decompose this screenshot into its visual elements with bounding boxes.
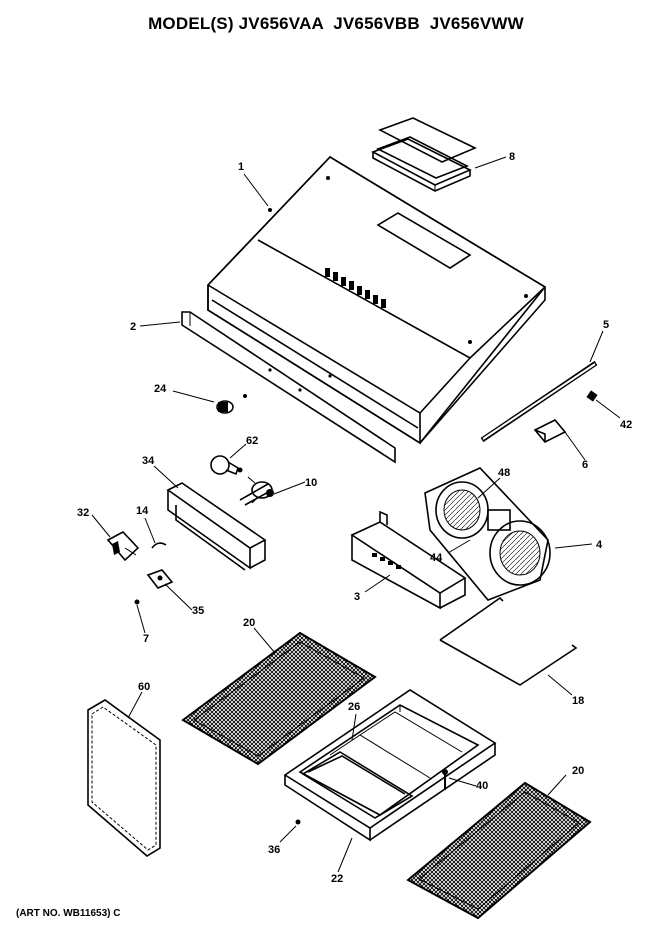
callout-10: 10 <box>305 477 317 489</box>
part-filter-left-20 <box>181 631 377 766</box>
callout-8: 8 <box>509 151 515 163</box>
callout-40: 40 <box>476 780 488 792</box>
callout-36: 36 <box>268 844 280 856</box>
art-number: (ART NO. WB11653) C <box>16 908 121 919</box>
callout-32: 32 <box>77 507 89 519</box>
part-filter-right-20 <box>406 781 592 920</box>
callout-20-left: 20 <box>243 617 255 629</box>
callout-14: 14 <box>136 505 149 517</box>
callout-35: 35 <box>192 605 204 617</box>
callout-18: 18 <box>572 695 584 707</box>
part-rod <box>480 360 598 443</box>
callout-1: 1 <box>238 161 244 173</box>
callout-22: 22 <box>331 873 343 885</box>
callout-26: 26 <box>348 701 360 713</box>
part-switch-24 <box>216 394 247 414</box>
part-blower-bracket-3 <box>350 510 467 610</box>
callout-24: 24 <box>154 383 167 395</box>
part-lamp-62 <box>210 455 243 476</box>
callout-20-right: 20 <box>572 765 584 777</box>
part-clip-42 <box>586 390 598 402</box>
part-bracket-6 <box>533 419 567 443</box>
callout-42: 42 <box>620 419 632 431</box>
callout-5: 5 <box>603 319 609 331</box>
part-screw-7 <box>134 599 140 605</box>
callout-labels: 1 2 3 4 5 6 7 8 10 14 18 20 20 22 24 26 … <box>77 151 632 885</box>
callout-60: 60 <box>138 681 150 693</box>
part-literature-bag-60 <box>87 699 161 857</box>
callout-2: 2 <box>130 321 136 333</box>
callout-7: 7 <box>143 633 149 645</box>
callout-44: 44 <box>430 552 443 564</box>
part-terminal-block-32 <box>106 531 140 562</box>
part-hood-body <box>207 155 547 445</box>
part-screw-36 <box>295 819 301 825</box>
leader-lines <box>91 156 621 873</box>
part-wire-14 <box>151 542 167 549</box>
callout-3: 3 <box>354 591 360 603</box>
part-wire-rack-18 <box>439 596 578 686</box>
part-filter-frame-22 <box>283 689 497 842</box>
callout-4: 4 <box>596 539 603 551</box>
part-lamp-socket-10 <box>239 476 274 506</box>
part-damper-cover <box>371 117 477 192</box>
page-title: MODEL(S) JV656VAA JV656VBB JV656VWW <box>148 14 524 33</box>
part-lamp-bracket-34 <box>166 482 267 571</box>
part-blower-assembly-4 <box>424 467 551 601</box>
part-front-trim <box>181 311 396 464</box>
callout-62: 62 <box>246 435 258 447</box>
part-connector-35 <box>146 569 174 589</box>
hood-vent-slots <box>325 268 386 308</box>
part-screw-40 <box>442 769 448 790</box>
callout-34: 34 <box>142 455 155 467</box>
callout-6: 6 <box>582 459 588 471</box>
callout-48: 48 <box>498 467 510 479</box>
